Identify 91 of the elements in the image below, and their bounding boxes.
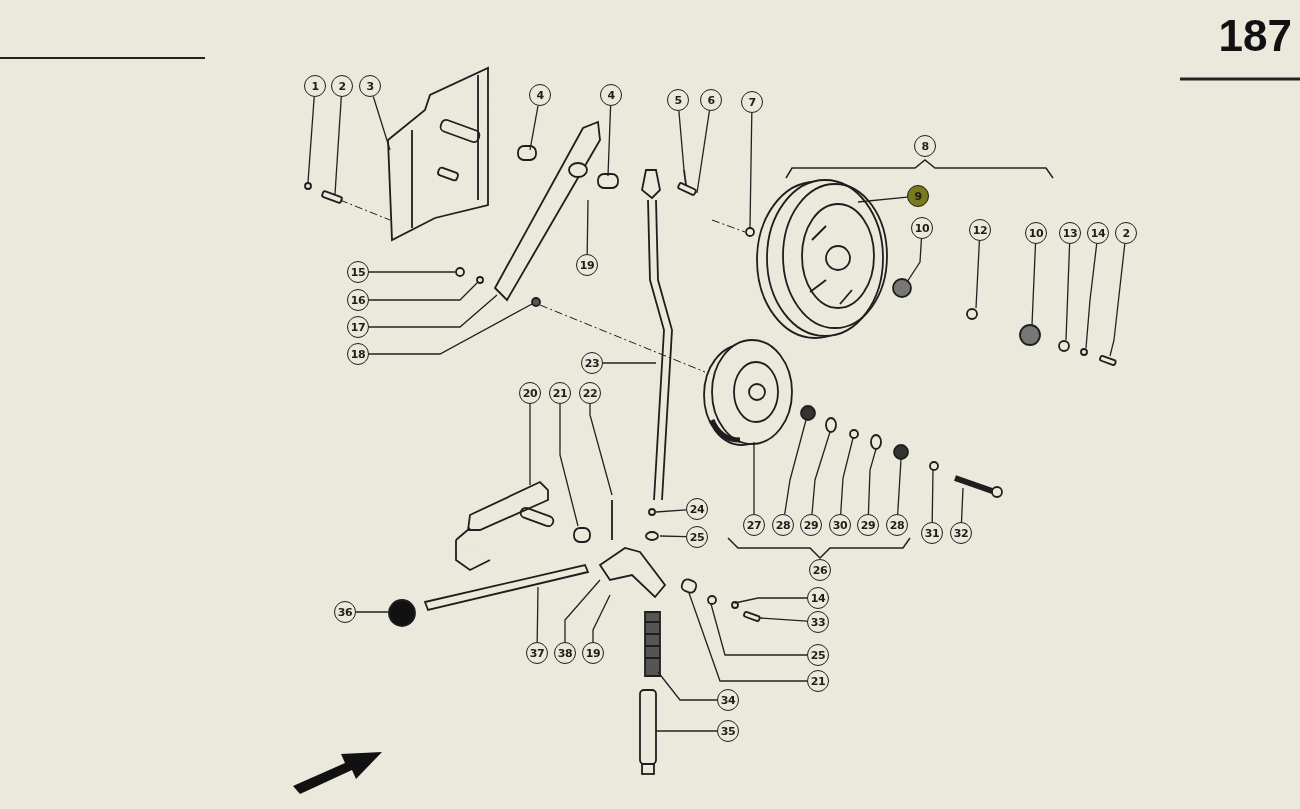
leader-line [734,597,808,604]
leader-line [602,362,657,364]
callout-number: 22 [579,382,601,404]
leader-line [368,303,533,355]
callout-number: 26 [809,559,831,581]
callout-number: 14 [807,587,829,609]
leader-line [529,105,539,151]
callout-number: 3 [359,75,381,97]
leader-line [1109,243,1126,357]
leader-line [355,611,390,613]
leader-line [811,431,831,515]
callout-number: 2 [1115,222,1137,244]
callout-number: 30 [829,514,851,536]
callout-number: 25 [807,644,829,666]
callout-number: 24 [686,498,708,520]
callout-number: 19 [576,254,598,276]
leader-line [655,730,718,732]
leader-line [1085,243,1098,349]
callout-number: 7 [741,91,763,113]
leader-line [906,238,923,283]
leader-line [657,671,718,701]
callout-number: 10 [911,217,933,239]
callout-number: 31 [921,522,943,544]
leader-line [536,586,539,643]
leader-line [678,110,685,171]
callout-number: 34 [717,689,739,711]
callout-number: 35 [717,720,739,742]
leader-line [1065,243,1071,341]
leader-line [368,282,478,301]
leader-line [840,437,854,515]
callout-number: 4 [529,84,551,106]
leader-line [759,617,808,622]
leader-line [659,535,687,538]
callout-number: 38 [554,642,576,664]
leader-line [564,579,601,643]
leader-line [589,403,613,496]
leader-line [586,199,589,255]
callout-number: 23 [581,352,603,374]
callout-number: 27 [743,514,765,536]
callout-number: 15 [347,261,369,283]
callout-number: 19 [582,642,604,664]
callout-number: 36 [334,601,356,623]
leader-line [368,271,456,273]
leader-line [931,469,934,523]
callout-number: 13 [1059,222,1081,244]
callout-number: 21 [549,382,571,404]
leader-line [372,95,391,151]
callout-number: 2 [331,75,353,97]
leader-line [529,403,531,486]
callout-number: 28 [772,514,794,536]
leader-line [592,594,611,643]
callout-number: 1 [304,75,326,97]
leader-line [607,105,612,177]
callout-number: 9 [907,185,929,207]
leader-line [753,441,755,515]
leader-line [696,110,711,194]
callout-number: 8 [914,135,936,157]
callout-number: 25 [686,526,708,548]
leader-line [857,196,908,203]
leader-line [655,509,687,513]
callout-number: 17 [347,316,369,338]
callout-number: 5 [667,89,689,111]
leader-line [867,448,877,515]
leader-line [710,603,808,656]
callout-number: 33 [807,611,829,633]
callout-number: 18 [347,343,369,365]
callout-number: 20 [519,382,541,404]
callout-number: 21 [807,670,829,692]
leader-line [559,403,579,527]
leader-line [334,96,342,195]
leader-line [368,294,498,328]
callout-number: 14 [1087,222,1109,244]
leader-line [784,419,807,515]
leader-line [975,240,981,309]
callout-number: 32 [950,522,972,544]
callout-number: 16 [347,289,369,311]
leader-line [960,487,964,523]
leader-line [307,96,315,183]
page-number: 187 [1218,14,1292,58]
leader-line [1031,243,1037,326]
leader-line [749,112,753,229]
callout-number: 29 [857,514,879,536]
callout-number: 29 [800,514,822,536]
leader-line [688,592,808,682]
callout-number: 37 [526,642,548,664]
callout-number: 10 [1025,222,1047,244]
callout-number: 28 [886,514,908,536]
callout-number: 4 [600,84,622,106]
callout-number: 6 [700,89,722,111]
callout-number: 12 [969,219,991,241]
leader-line [897,458,902,515]
